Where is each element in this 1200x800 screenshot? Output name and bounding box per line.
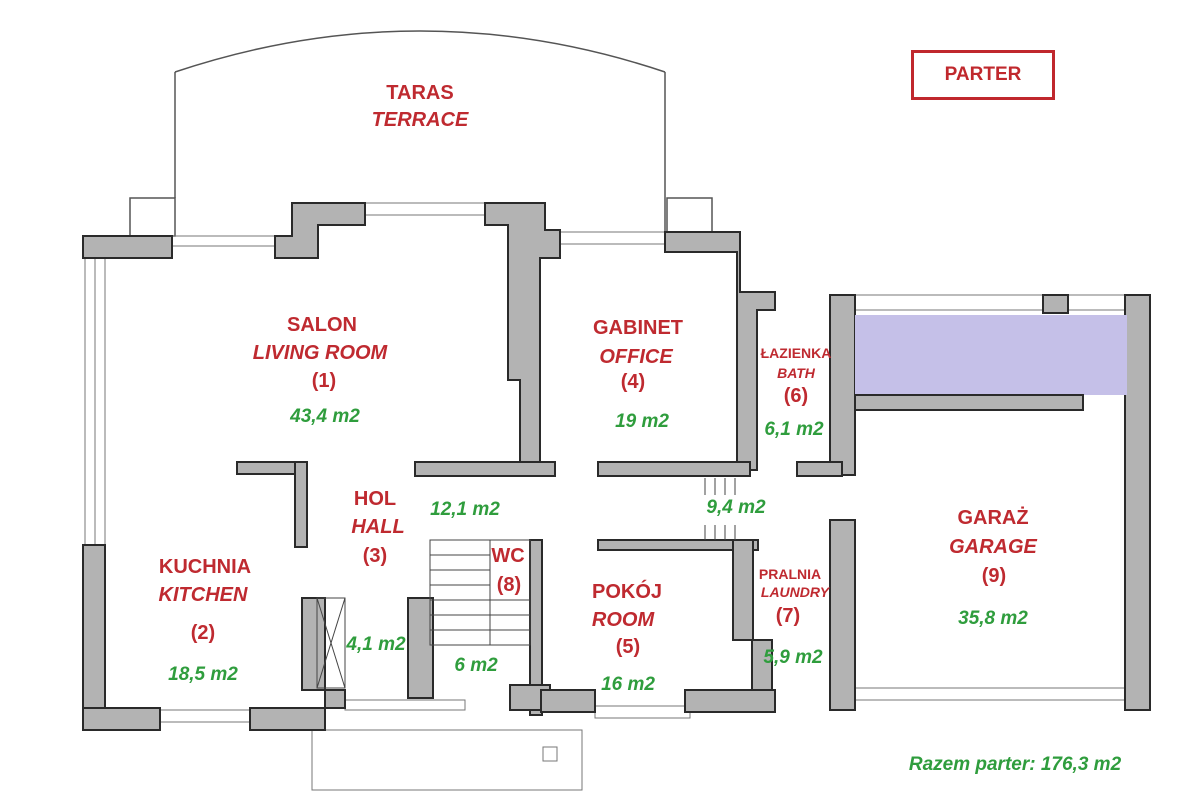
room-number: (6) [783,385,809,407]
room-number: (5) [615,636,641,658]
room-area: 6,1 m2 [764,419,824,440]
closet-area: 4,1 m2 [346,634,406,655]
room-number: (2) [190,622,216,644]
windows [84,202,1126,791]
room-name-pl: HOL [353,488,397,510]
corridor-area: 9,4 m2 [706,497,766,518]
terrace-label-en: TERRACE [371,109,469,131]
room-number: (9) [981,565,1007,587]
room-name-pl: GABINET [593,317,683,339]
room-area: 6 m2 [454,655,498,676]
room-number: (3) [362,545,388,567]
room-name-pl: SALON [287,314,357,336]
room-number: (7) [775,605,801,627]
room-name-en: KITCHEN [158,584,248,606]
terrace-label-pl: TARAS [386,82,454,104]
room-name-pl: KUCHNIA [158,556,252,578]
room-name-pl: POKÓJ [591,581,663,603]
room-area: 35,8 m2 [958,608,1028,629]
room-area: 12,1 m2 [430,499,500,520]
room-area: 16 m2 [601,674,655,695]
room-name-en: LAUNDRY [760,584,830,600]
room-number: (8) [496,574,522,596]
room-name-en: HALL [351,516,405,538]
floor-title-badge: PARTER [911,50,1055,100]
stairs [316,478,736,689]
terrace-outline [129,30,713,237]
room-area: 19 m2 [615,411,669,432]
room-name-pl: ŁAZIENKA [760,345,832,361]
room-name-en: ROOM [591,609,655,631]
walls [82,202,1151,731]
room-area: 43,4 m2 [290,406,360,427]
room-number: (4) [620,371,646,393]
room-name-pl: GARAŻ [957,507,1029,529]
total-area: Razem parter: 176,3 m2 [908,754,1122,775]
room-number: (1) [311,370,337,392]
room-name-en: OFFICE [599,346,673,368]
room-name-en: BATH [777,365,815,381]
room-name-pl: WC [491,545,525,567]
room-area: 5,9 m2 [763,647,823,668]
room-name-en: GARAGE [949,536,1037,558]
room-area: 18,5 m2 [168,664,238,685]
room-name-pl: PRALNIA [758,566,822,582]
room-name-en: LIVING ROOM [252,342,388,364]
garage-highlight [855,315,1127,395]
